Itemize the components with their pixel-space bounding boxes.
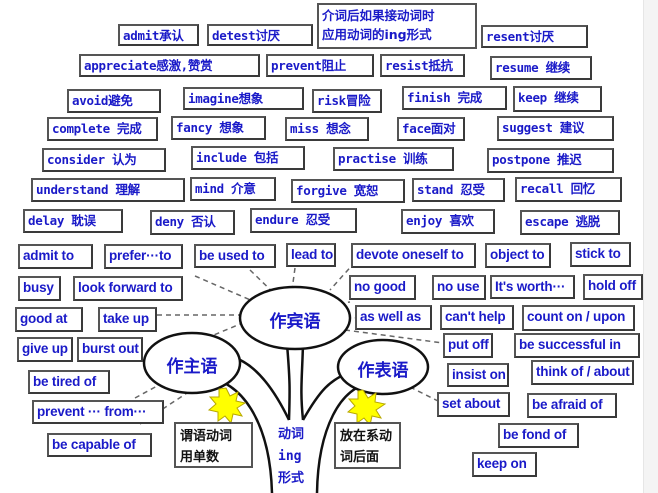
phrase-box: be fond of (498, 423, 579, 448)
phrase-box: busy (18, 276, 61, 301)
word-box: mind 介意 (190, 177, 276, 201)
word-box: suggest 建议 (497, 116, 614, 141)
phrase-box: take up (98, 307, 157, 332)
word-box: face面对 (397, 117, 465, 141)
phrase-box: hold off (583, 274, 643, 300)
phrase-box: be used to (194, 244, 276, 268)
word-box: include 包括 (191, 146, 305, 170)
phrase-box: It's worth··· (490, 275, 575, 299)
predicative-note-line2: 词后面 (340, 450, 380, 465)
predicative-node-ellipse (336, 338, 430, 396)
phrase-box: be tired of (28, 370, 110, 394)
word-box: consider 认为 (42, 148, 166, 172)
page-edge (643, 0, 658, 493)
phrase-box: admit to (18, 244, 93, 269)
phrase-box: be successful in (514, 333, 640, 358)
word-box: stand 忍受 (412, 178, 505, 202)
phrase-box: think of / about (531, 360, 634, 385)
predicative-node-label: 作表语 (357, 361, 409, 381)
title-note: 介词后如果接动词时 应用动词的ing形式 (317, 3, 477, 49)
word-box: finish 完成 (402, 86, 507, 110)
word-box: escape 逃脱 (520, 210, 620, 235)
word-box: practise 训练 (333, 147, 454, 171)
word-box: resist抵抗 (380, 54, 465, 77)
phrase-box: look forward to (73, 276, 183, 301)
phrase-box: prevent ··· from··· (32, 400, 164, 424)
starburst-icon (346, 389, 387, 427)
phrase-box: no use (432, 275, 486, 300)
phrase-box: set about (437, 392, 510, 417)
predicative-note: 放在系动 词后面 (334, 422, 401, 469)
word-box: enjoy 喜欢 (401, 209, 495, 234)
phrase-box: devote oneself to (351, 243, 476, 268)
phrase-box: keep on (472, 452, 537, 477)
predicative-note-line1: 放在系动 (340, 429, 393, 444)
word-box: forgive 宽恕 (291, 179, 405, 203)
object-node-label: 作宾语 (269, 312, 321, 332)
word-box: imagine想象 (183, 87, 304, 110)
trunk-label-line3: 形式 (278, 471, 305, 486)
title-note-line2: 应用动词的ing形式 (322, 27, 432, 42)
word-box: keep 继续 (513, 86, 602, 112)
subject-note: 谓语动词 用单数 (174, 422, 253, 468)
word-box: resent讨厌 (481, 25, 588, 48)
subject-node-label: 作主语 (166, 357, 218, 377)
starburst-icon (207, 387, 247, 425)
trunk-label: 动词 ing 形式 (278, 424, 318, 490)
title-note-line1: 介词后如果接动词时 (322, 8, 435, 23)
phrase-box: object to (485, 243, 551, 268)
phrase-box: good at (15, 307, 83, 332)
word-box: understand 理解 (31, 178, 185, 202)
trunk-label-line1: 动词 (278, 427, 305, 442)
phrase-box: count on / upon (522, 305, 635, 331)
trunk-label-line2: ing (278, 449, 302, 464)
phrase-box: no good (349, 275, 416, 300)
word-box: avoid避免 (67, 89, 161, 113)
word-box: miss 想念 (285, 117, 369, 141)
object-node-ellipse (238, 285, 352, 351)
subject-note-line2: 用单数 (180, 450, 220, 465)
word-box: endure 忍受 (250, 208, 357, 233)
phrase-box: as well as (355, 305, 432, 330)
phrase-box: lead to (286, 243, 336, 267)
word-box: delay 耽误 (23, 209, 123, 233)
word-box: postpone 推迟 (487, 148, 614, 173)
subject-note-line1: 谓语动词 (180, 429, 233, 444)
word-box: deny 否认 (150, 210, 235, 235)
word-box: detest讨厌 (207, 24, 313, 46)
phrase-box: give up (17, 337, 73, 362)
phrase-box: burst out (77, 337, 143, 362)
word-box: appreciate感激,赞赏 (79, 54, 260, 77)
word-box: risk冒险 (312, 89, 382, 113)
subject-node-ellipse (142, 331, 242, 395)
phrase-box: prefer···to (104, 244, 183, 269)
phrase-box: be afraid of (527, 393, 617, 418)
phrase-box: insist on (447, 363, 509, 387)
word-box: complete 完成 (47, 117, 158, 141)
word-box: fancy 想象 (171, 116, 266, 140)
word-box: recall 回忆 (515, 177, 622, 202)
phrase-box: can't help (440, 305, 514, 330)
word-box: prevent阻止 (266, 54, 374, 77)
phrase-box: put off (443, 333, 493, 358)
phrase-box: stick to (570, 242, 631, 267)
phrase-box: be capable of (47, 433, 152, 457)
word-box: admit承认 (118, 24, 199, 46)
word-box: resume 继续 (490, 56, 592, 80)
